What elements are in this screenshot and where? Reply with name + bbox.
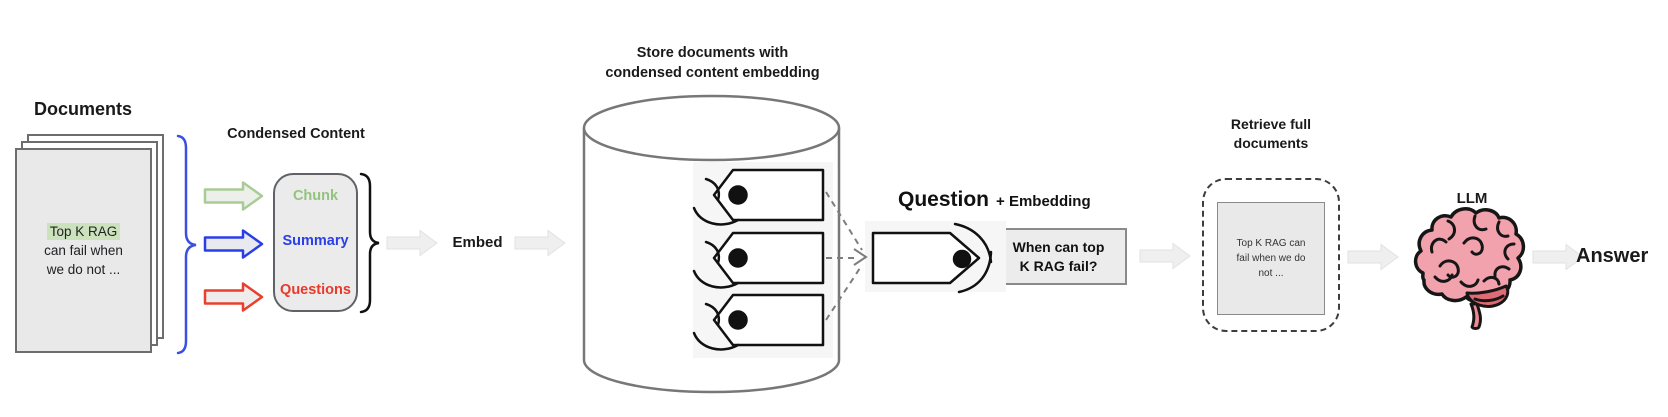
query-tag-shape bbox=[871, 231, 981, 285]
cylinder-top bbox=[582, 94, 841, 162]
summary-arrow-icon bbox=[203, 229, 264, 259]
store-title-line1: Store documents with bbox=[636, 45, 789, 61]
query-title-main: Question bbox=[898, 188, 990, 211]
brain-stem bbox=[1469, 302, 1482, 330]
stored-tags bbox=[692, 168, 825, 351]
tag-strings bbox=[692, 177, 740, 351]
dashed-line-chunk bbox=[825, 191, 863, 251]
query-tag-strings bbox=[953, 222, 993, 294]
question-box: When can top K RAG fail? bbox=[990, 228, 1127, 285]
dashed-connectors bbox=[825, 191, 868, 321]
brain-icon bbox=[1413, 207, 1526, 330]
condensed-content-box: Chunk Summary Questions bbox=[273, 173, 358, 312]
arrow-llm-to-answer-icon bbox=[1532, 243, 1584, 271]
answer-label: Answer bbox=[1576, 245, 1649, 267]
chunk-tag-shape bbox=[712, 168, 825, 222]
retrieved-document-line2: fail when we do bbox=[1236, 253, 1306, 264]
summary-tag-shape bbox=[712, 231, 825, 285]
document-text-line3: we do not ... bbox=[46, 262, 121, 277]
retrieved-document: Top K RAG can fail when we do not ... bbox=[1217, 202, 1325, 315]
retrieved-document-line3: not ... bbox=[1258, 268, 1284, 279]
question-tag-shape bbox=[712, 293, 825, 347]
retrieve-dashed-box bbox=[1202, 178, 1340, 332]
document-text: Top K RAG can fail when we do not ... bbox=[44, 222, 123, 279]
retrieve-title-line2: documents bbox=[1233, 135, 1309, 151]
chunk-arrow-icon bbox=[203, 181, 264, 211]
store-title: Store documents with condensed content e… bbox=[575, 43, 850, 83]
arrow-to-embed-icon bbox=[386, 229, 438, 257]
retrieved-document-line1: Top K RAG can bbox=[1236, 238, 1306, 249]
arrow-embed-to-store-icon bbox=[514, 229, 566, 257]
question-box-line2: K RAG fail? bbox=[1019, 257, 1098, 274]
document-page-front: Top K RAG can fail when we do not ... bbox=[15, 148, 152, 353]
condensed-item-summary: Summary bbox=[282, 233, 349, 249]
query-tag bbox=[871, 222, 993, 294]
question-box-line1: When can top bbox=[1012, 238, 1105, 255]
brain-folds bbox=[1429, 214, 1516, 303]
documents-title: Documents bbox=[34, 99, 133, 119]
query-tag-hole bbox=[952, 249, 972, 269]
chunk-tag-hole bbox=[728, 185, 748, 205]
query-title-suffix: + Embedding bbox=[996, 193, 1091, 210]
arrow-query-to-retrieve-icon bbox=[1139, 242, 1191, 270]
store-title-line2: condensed content embedding bbox=[605, 65, 820, 81]
condensed-item-questions: Questions bbox=[280, 282, 351, 298]
query-title: Question + Embedding bbox=[898, 188, 1091, 212]
condensed-brace bbox=[359, 172, 380, 314]
questions-arrow-icon bbox=[203, 282, 264, 312]
arrow-retrieve-to-llm-icon bbox=[1347, 243, 1399, 271]
summary-tag-hole bbox=[728, 248, 748, 268]
document-text-line2: can fail when bbox=[44, 243, 123, 258]
document-highlight-text: Top K RAG bbox=[46, 223, 121, 240]
documents-brace bbox=[176, 134, 197, 355]
embed-label: Embed bbox=[452, 234, 503, 251]
question-tag-hole bbox=[728, 310, 748, 330]
dashed-arrowhead-icon bbox=[853, 248, 868, 266]
flow-arrows bbox=[386, 229, 1584, 271]
condensed-item-chunk: Chunk bbox=[292, 188, 339, 204]
condensed-content-title: Condensed Content bbox=[227, 126, 365, 142]
brain-cerebellum bbox=[1465, 284, 1510, 308]
retrieve-title: Retrieve full documents bbox=[1191, 115, 1351, 153]
retrieve-title-line1: Retrieve full bbox=[1230, 116, 1312, 132]
llm-label: LLM bbox=[1456, 190, 1488, 207]
